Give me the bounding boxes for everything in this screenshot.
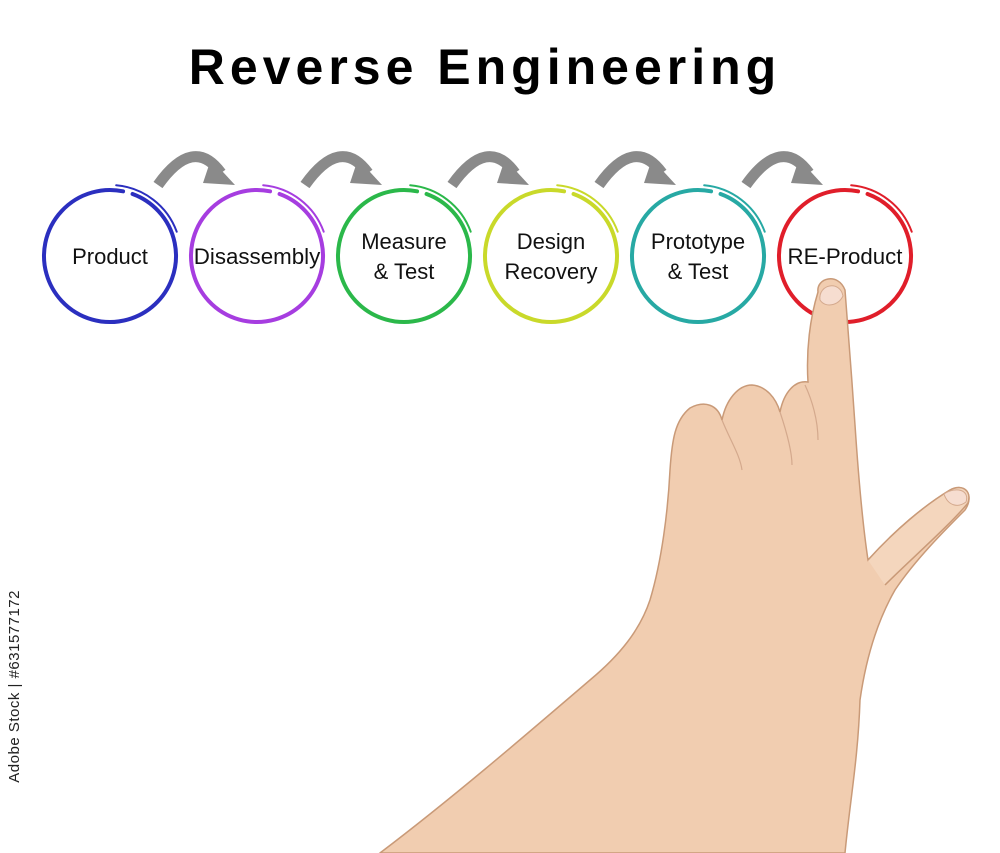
step-ring bbox=[630, 188, 766, 324]
step-label: & Test bbox=[668, 259, 729, 284]
step-ring bbox=[189, 188, 325, 324]
step-label: & Test bbox=[374, 259, 435, 284]
thumb-shape bbox=[867, 486, 970, 586]
flow-arrow bbox=[153, 151, 235, 189]
step-ring-tail bbox=[262, 184, 325, 233]
step-node: Product bbox=[42, 184, 178, 324]
step-ring-tail bbox=[115, 184, 178, 233]
hand-shape bbox=[378, 278, 970, 853]
step-ring-tail bbox=[409, 184, 472, 233]
page-title: Reverse Engineering bbox=[188, 39, 782, 95]
arrows-layer bbox=[153, 151, 823, 189]
step-ring-tail bbox=[850, 184, 913, 233]
step-label: Measure bbox=[361, 229, 447, 254]
flow-arrow bbox=[594, 151, 676, 189]
step-label: RE-Product bbox=[788, 244, 903, 269]
step-ring-tail bbox=[556, 184, 619, 233]
pointing-hand-illustration bbox=[378, 278, 970, 853]
knuckle-crease bbox=[721, 384, 819, 471]
step-node: RE-Product bbox=[777, 184, 913, 324]
step-ring bbox=[42, 188, 178, 324]
step-node: Disassembly bbox=[189, 184, 325, 324]
step-ring-tail bbox=[703, 184, 766, 233]
nodes-layer: Product Disassembly Measure & Test DesignRec… bbox=[42, 184, 913, 324]
step-label: Recovery bbox=[505, 259, 598, 284]
step-node: Measure & Test bbox=[336, 184, 472, 324]
step-label: Disassembly bbox=[194, 244, 321, 269]
thumbnail-shape bbox=[943, 489, 968, 506]
stock-watermark: Adobe Stock | #631577172 bbox=[6, 590, 23, 783]
flow-arrow bbox=[447, 151, 529, 189]
flow-arrow bbox=[741, 151, 823, 189]
step-ring bbox=[483, 188, 619, 324]
step-label: Prototype bbox=[651, 229, 745, 254]
flow-arrow bbox=[300, 151, 382, 189]
step-label: Product bbox=[72, 244, 148, 269]
fingernail-shape bbox=[819, 285, 844, 306]
step-ring bbox=[336, 188, 472, 324]
step-node: Prototype & Test bbox=[630, 184, 766, 324]
step-label: Design bbox=[517, 229, 585, 254]
